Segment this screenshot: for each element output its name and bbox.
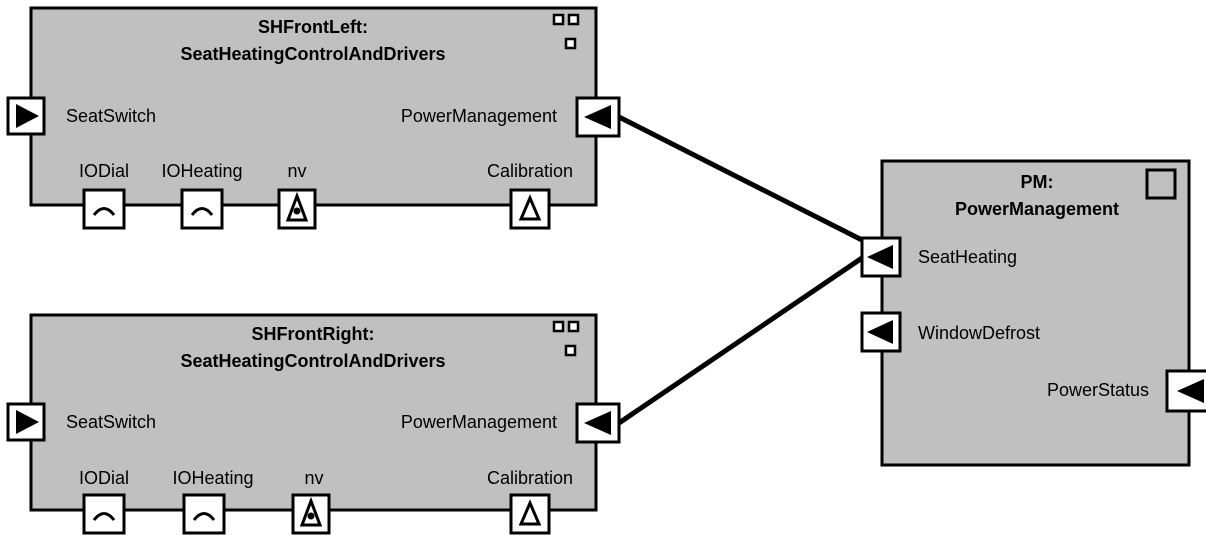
client-server-port-arc-icon [192,512,216,521]
port-label-calibration: Calibration [487,161,573,181]
port-label-io-dial: IODial [79,468,129,488]
component-pm[interactable]: PM: PowerManagement SeatHeating WindowDe… [860,159,1206,467]
port-label-io-heating: IOHeating [172,468,253,488]
calibration-port-triangle-icon [518,499,542,526]
sender-port-arrow-icon [1177,379,1204,403]
port-nv[interactable] [291,493,331,535]
port-io-dial[interactable] [82,188,126,230]
port-label-seat-switch: SeatSwitch [66,412,156,432]
port-seat-switch[interactable] [6,402,46,442]
nv-data-port-icon [285,191,309,222]
receiver-port-arrow-icon [16,104,39,128]
composition-icon [552,320,580,357]
component-type-name: SeatHeatingControlAndDrivers [180,351,445,371]
nv-data-port-icon [299,496,323,527]
component-body[interactable] [29,313,598,512]
port-seat-switch[interactable] [6,96,46,136]
component-instance-name: SHFrontLeft: [258,17,368,37]
receiver-port-arrow-icon [867,320,893,344]
client-server-port-arc-icon [92,512,116,521]
connector-left-to-pm[interactable] [617,114,864,243]
port-power-status[interactable] [1165,369,1206,413]
port-calibration[interactable] [509,188,551,230]
port-label-io-heating: IOHeating [161,161,242,181]
port-io-heating[interactable] [180,188,224,230]
composition-icon [552,13,580,50]
port-io-dial[interactable] [82,493,126,535]
component-sh-front-right[interactable]: SHFrontRight: SeatHeatingControlAndDrive… [6,313,621,535]
receiver-port-arrow-icon [867,245,893,269]
component-type-name: PowerManagement [955,199,1119,219]
port-label-seat-switch: SeatSwitch [66,106,156,126]
component-body[interactable] [29,6,598,207]
connector-right-to-pm[interactable] [617,255,864,426]
port-power-management[interactable] [575,96,621,138]
client-server-port-arc-icon [92,207,116,216]
component-body[interactable] [880,159,1191,467]
port-window-defrost[interactable] [860,311,902,353]
receiver-port-arrow-icon [16,410,39,434]
port-label-power-management: PowerManagement [401,412,557,432]
port-label-io-dial: IODial [79,161,129,181]
port-label-nv: nv [304,468,323,488]
client-server-port-arc-icon [190,207,214,216]
port-label-power-management: PowerManagement [401,106,557,126]
component-instance-name: PM: [1021,172,1054,192]
port-seat-heating[interactable] [860,236,902,278]
port-label-calibration: Calibration [487,468,573,488]
port-nv[interactable] [277,188,317,230]
port-label-power-status: PowerStatus [1047,380,1149,400]
port-calibration[interactable] [509,493,551,535]
calibration-port-triangle-icon [518,194,542,221]
atomic-component-icon [1145,168,1177,200]
component-type-name: SeatHeatingControlAndDrivers [180,44,445,64]
sender-port-arrow-icon [584,105,611,129]
port-power-management[interactable] [575,402,621,444]
port-label-nv: nv [287,161,306,181]
sender-port-arrow-icon [584,411,611,435]
port-label-window-defrost: WindowDefrost [918,323,1040,343]
port-label-seat-heating: SeatHeating [918,247,1017,267]
port-io-heating[interactable] [182,493,226,535]
component-sh-front-left[interactable]: SHFrontLeft: SeatHeatingControlAndDriver… [6,6,621,230]
component-instance-name: SHFrontRight: [252,324,375,344]
